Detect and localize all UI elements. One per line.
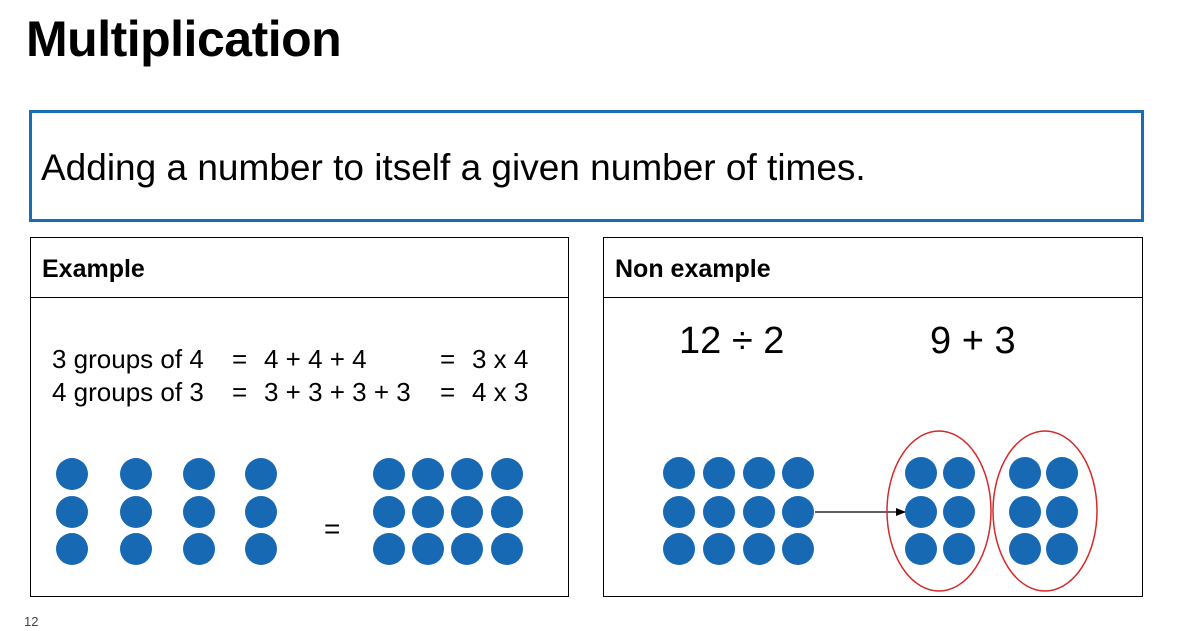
dots-equals-sign: = bbox=[324, 513, 341, 544]
example-groups-dot bbox=[120, 533, 152, 565]
row2-sum: 3 + 3 + 3 + 3 bbox=[264, 377, 411, 407]
non-example-header: Non example bbox=[604, 238, 1142, 298]
row2-product: 4 x 3 bbox=[472, 377, 529, 407]
example-groups-dot bbox=[120, 458, 152, 490]
split-group-1-dot bbox=[943, 533, 975, 565]
page-number: 12 bbox=[24, 614, 39, 629]
row2-equals-2: = bbox=[440, 377, 456, 407]
row2-lhs: 4 groups of 3 bbox=[52, 377, 204, 407]
example-array-dot bbox=[491, 533, 523, 565]
division-expression: 12 ÷ 2 bbox=[679, 320, 785, 362]
example-groups-dot bbox=[56, 533, 88, 565]
split-group-2-dot bbox=[1046, 496, 1078, 528]
row1-lhs: 3 groups of 4 bbox=[52, 344, 204, 374]
example-array-dot bbox=[412, 458, 444, 490]
example-array-dot bbox=[451, 533, 483, 565]
definition-text: Adding a number to itself a given number… bbox=[41, 147, 866, 188]
definition-box: Adding a number to itself a given number… bbox=[29, 110, 1144, 222]
split-group-2-dot bbox=[1009, 496, 1041, 528]
non-example-array-dot bbox=[663, 457, 695, 489]
example-groups-dot bbox=[183, 458, 215, 490]
split-group-2-dot bbox=[1009, 457, 1041, 489]
example-groups-dot bbox=[245, 496, 277, 528]
example-array-dot bbox=[373, 496, 405, 528]
example-array-dot bbox=[412, 533, 444, 565]
example-array-dot bbox=[373, 458, 405, 490]
example-array-dot bbox=[412, 496, 444, 528]
example-array-dot bbox=[491, 496, 523, 528]
example-groups-dot bbox=[56, 496, 88, 528]
example-header: Example bbox=[31, 238, 568, 298]
group-circle-1 bbox=[886, 430, 992, 592]
non-example-array-dot bbox=[743, 457, 775, 489]
split-group-2-dot bbox=[1009, 533, 1041, 565]
non-example-array-dot bbox=[703, 457, 735, 489]
split-group-1-dot bbox=[905, 457, 937, 489]
non-example-panel: Non example bbox=[603, 237, 1143, 597]
slide-title: Multiplication bbox=[26, 11, 342, 67]
non-example-array-dot bbox=[743, 533, 775, 565]
example-array-dot bbox=[491, 458, 523, 490]
non-example-array-dot bbox=[782, 533, 814, 565]
split-group-2-dot bbox=[1046, 457, 1078, 489]
row1-product: 3 x 4 bbox=[472, 344, 529, 374]
split-group-1-dot bbox=[943, 457, 975, 489]
split-group-1-dot bbox=[905, 496, 937, 528]
split-group-2-dot bbox=[1046, 533, 1078, 565]
split-group-1-dot bbox=[943, 496, 975, 528]
group-circle-2 bbox=[992, 430, 1098, 592]
non-example-array-dot bbox=[703, 496, 735, 528]
example-panel: Example bbox=[30, 237, 569, 597]
example-groups-dot bbox=[120, 496, 152, 528]
example-groups-dot bbox=[183, 496, 215, 528]
split-group-1-dot bbox=[905, 533, 937, 565]
example-array-dot bbox=[373, 533, 405, 565]
example-array-dot bbox=[451, 458, 483, 490]
row1-equals-1: = bbox=[232, 344, 248, 374]
non-example-array-dot bbox=[743, 496, 775, 528]
example-groups-dot bbox=[245, 458, 277, 490]
non-example-array-dot bbox=[782, 457, 814, 489]
addition-expression: 9 + 3 bbox=[930, 320, 1016, 362]
non-example-array-dot bbox=[663, 496, 695, 528]
row2-equals-1: = bbox=[232, 377, 248, 407]
non-example-array-dot bbox=[782, 496, 814, 528]
example-groups-dot bbox=[245, 533, 277, 565]
example-groups-dot bbox=[183, 533, 215, 565]
non-example-array-dot bbox=[663, 533, 695, 565]
example-groups-dot bbox=[56, 458, 88, 490]
non-example-array-dot bbox=[703, 533, 735, 565]
row1-sum: 4 + 4 + 4 bbox=[264, 344, 367, 374]
example-array-dot bbox=[451, 496, 483, 528]
row1-equals-2: = bbox=[440, 344, 456, 374]
